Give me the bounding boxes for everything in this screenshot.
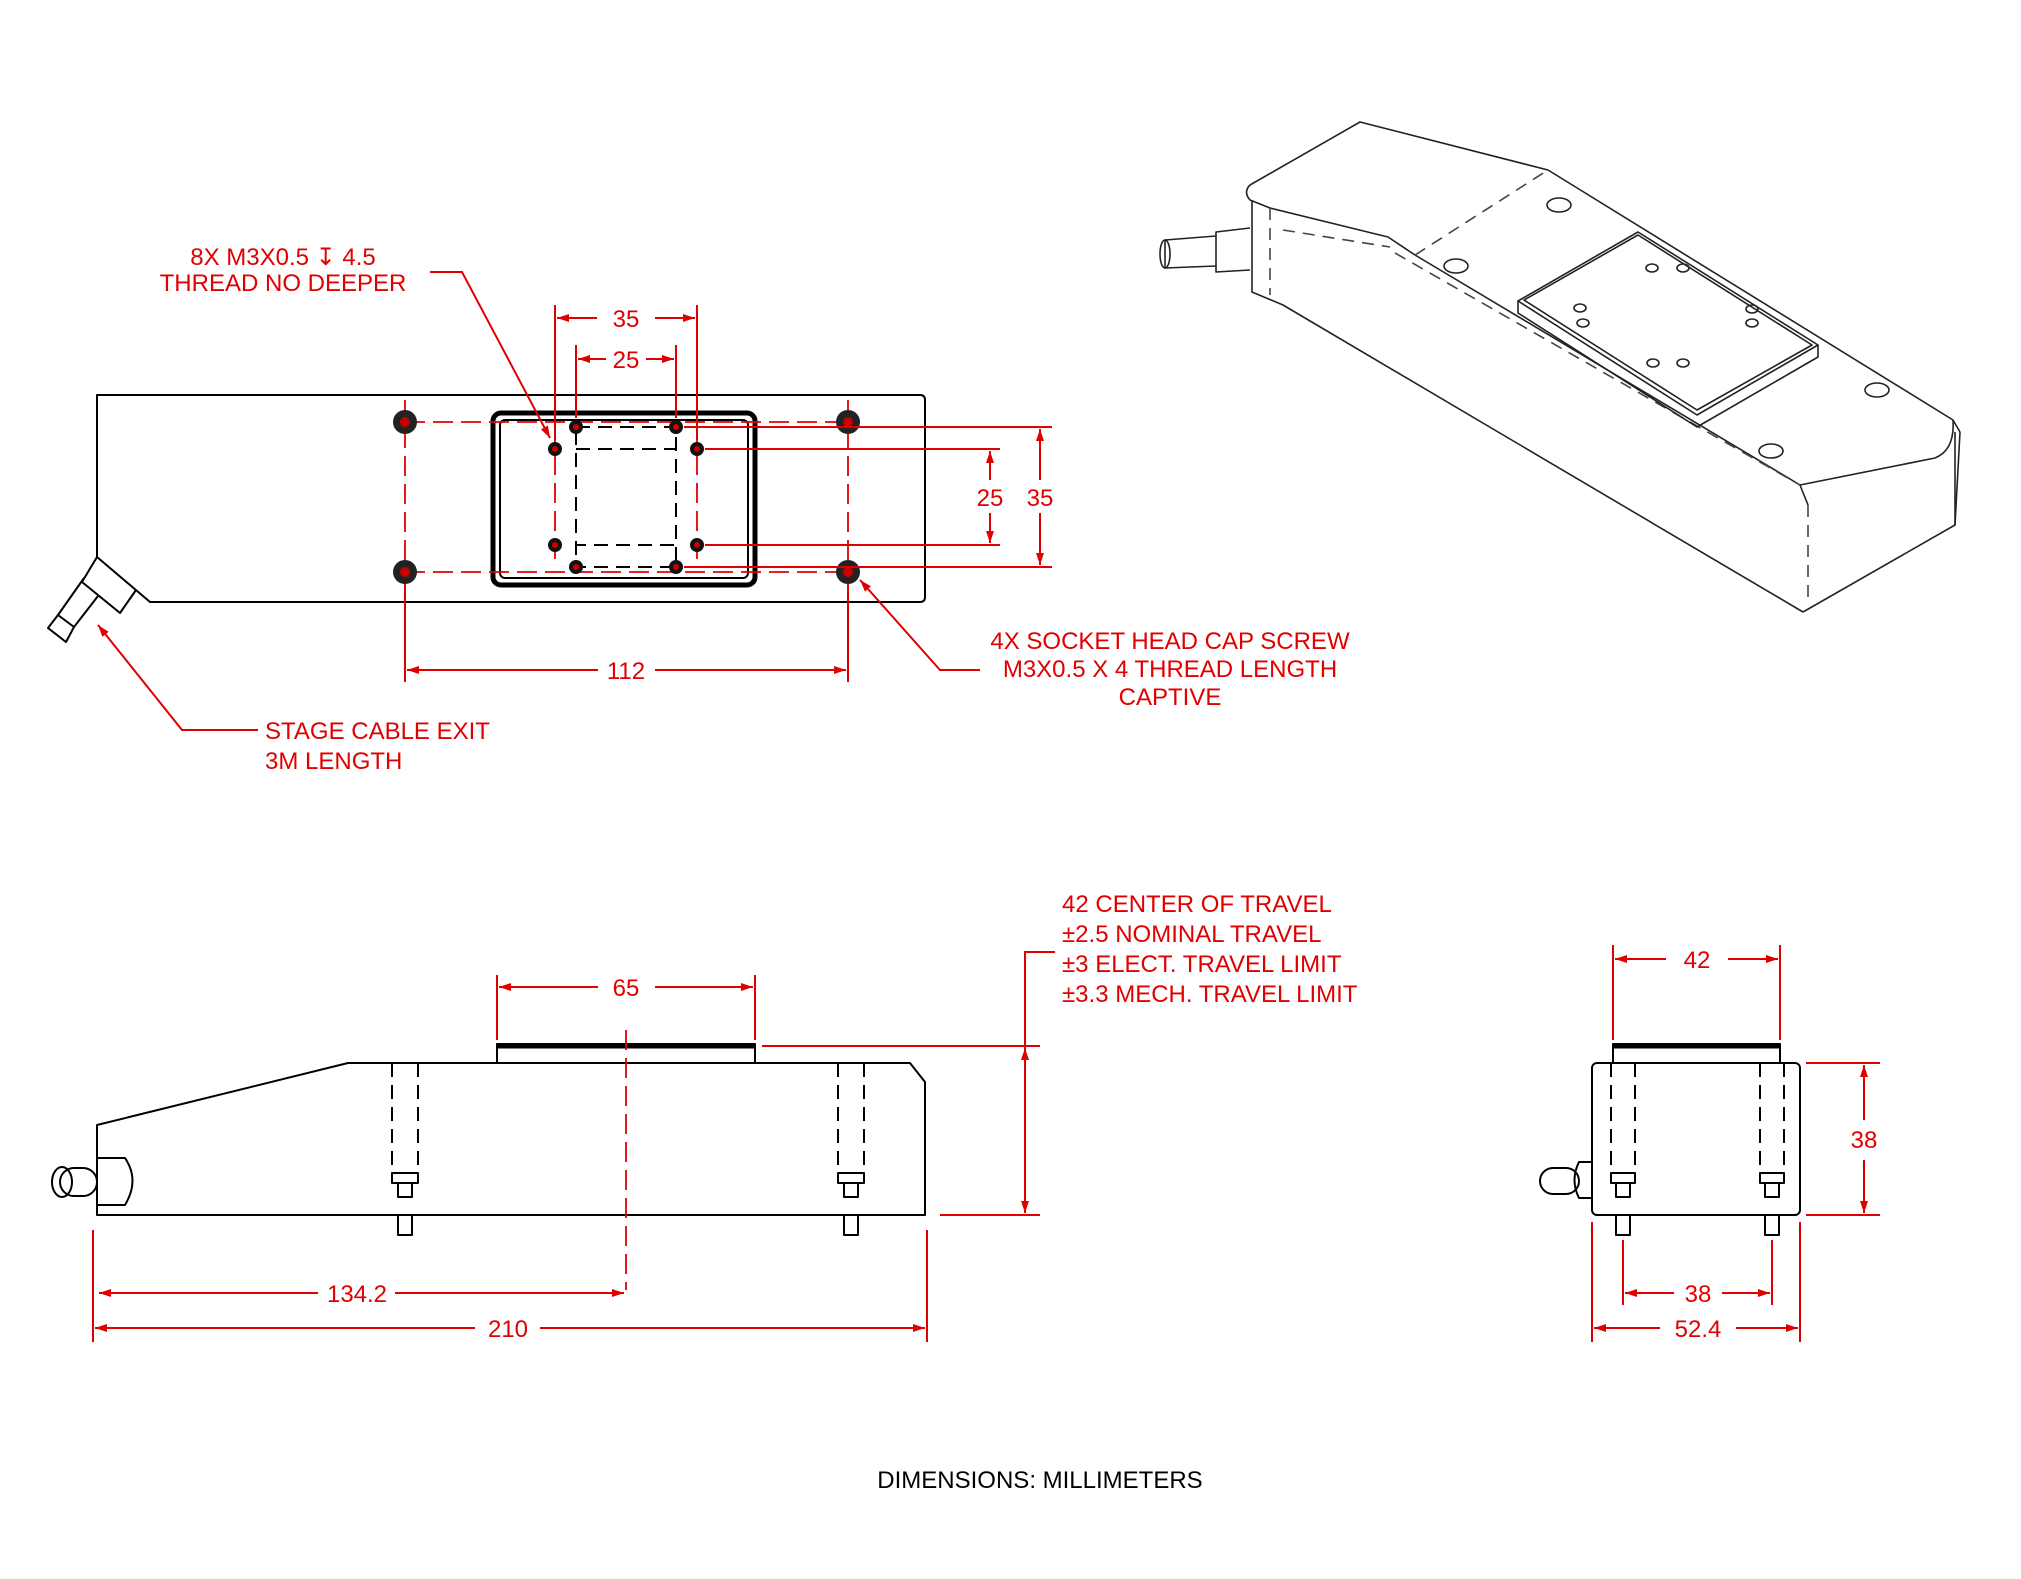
travel-text: ±2.5 NOMINAL TRAVEL bbox=[1062, 921, 1321, 948]
dim-38-horizontal: 38 bbox=[1622, 1240, 1773, 1308]
isometric-hole bbox=[1864, 382, 1890, 398]
top-view: 35 25 25 35 bbox=[47, 244, 1350, 775]
dim-38-vertical: 38 bbox=[1806, 1062, 1880, 1216]
tapped-hole bbox=[690, 442, 704, 456]
top-view-carriage bbox=[490, 410, 758, 588]
cap-screw-callout: 4X SOCKET HEAD CAP SCREW M3X0.5 X 4 THRE… bbox=[859, 579, 1350, 711]
end-view: 42 38 38 52.4 bbox=[1539, 945, 1880, 1343]
callout-text: M3X0.5 X 4 THREAD LENGTH bbox=[1003, 656, 1337, 683]
callout-text: 4X SOCKET HEAD CAP SCREW bbox=[990, 628, 1350, 655]
units-note: DIMENSIONS: MILLIMETERS bbox=[877, 1467, 1202, 1494]
dim-42: 42 bbox=[1612, 945, 1781, 1040]
side-screw bbox=[837, 1172, 865, 1236]
callout-text: CAPTIVE bbox=[1119, 684, 1222, 711]
callout-text: THREAD NO DEEPER bbox=[160, 270, 407, 297]
dim-210: 210 bbox=[95, 1230, 928, 1343]
side-view-cable bbox=[51, 1157, 134, 1206]
dim-label: 25 bbox=[613, 347, 640, 374]
dim-label: 134.2 bbox=[327, 1281, 387, 1308]
isometric-carriage bbox=[1517, 231, 1819, 428]
side-view: 65 42 CENTER OF TRAVEL ±2.5 NOMINAL TRAV… bbox=[51, 891, 1358, 1343]
top-view-body-outline bbox=[96, 394, 926, 603]
side-view-body-outline bbox=[96, 1062, 926, 1216]
callout-text: 3M LENGTH bbox=[265, 748, 402, 775]
travel-note: 42 CENTER OF TRAVEL ±2.5 NOMINAL TRAVEL … bbox=[1062, 891, 1358, 1008]
tapped-hole bbox=[548, 442, 562, 456]
dim-label: 35 bbox=[1027, 485, 1054, 512]
tapped-hole-callout: 8X M3X0.5 ↧ 4.5 THREAD NO DEEPER bbox=[160, 244, 551, 439]
isometric-cable bbox=[1159, 227, 1251, 273]
cap-screw bbox=[836, 560, 860, 584]
dim-travel bbox=[762, 951, 1055, 1216]
dim-label: 42 bbox=[1684, 947, 1711, 974]
dim-label: 52.4 bbox=[1675, 1316, 1722, 1343]
dim-label: 38 bbox=[1685, 1281, 1712, 1308]
top-view-cable bbox=[47, 556, 137, 643]
dim-52-4: 52.4 bbox=[1591, 1222, 1801, 1343]
tapped-hole bbox=[548, 538, 562, 552]
cable-callout: STAGE CABLE EXIT 3M LENGTH bbox=[97, 624, 490, 775]
cap-screw bbox=[393, 560, 417, 584]
tapped-hole bbox=[569, 560, 583, 574]
travel-text: ±3 ELECT. TRAVEL LIMIT bbox=[1062, 951, 1342, 978]
dim-label: 65 bbox=[613, 975, 640, 1002]
dim-label: 210 bbox=[488, 1316, 528, 1343]
end-screw bbox=[1610, 1172, 1636, 1236]
tapped-hole bbox=[669, 560, 683, 574]
tapped-hole bbox=[690, 538, 704, 552]
dim-65: 65 bbox=[496, 975, 756, 1040]
travel-text: ±3.3 MECH. TRAVEL LIMIT bbox=[1062, 981, 1358, 1008]
callout-text: STAGE CABLE EXIT bbox=[265, 718, 490, 745]
isometric-hole bbox=[1758, 443, 1784, 459]
dim-label: 35 bbox=[613, 306, 640, 333]
cap-screw bbox=[393, 410, 417, 434]
dim-label: 112 bbox=[607, 658, 645, 685]
side-screw bbox=[391, 1172, 419, 1236]
callout-text: 8X M3X0.5 ↧ 4.5 bbox=[190, 244, 376, 271]
isometric-view bbox=[1159, 121, 1961, 613]
end-screw bbox=[1759, 1172, 1785, 1236]
isometric-hole bbox=[1443, 258, 1469, 274]
isometric-hole bbox=[1546, 197, 1572, 213]
dim-top-25: 25 bbox=[575, 345, 677, 418]
cap-screw bbox=[836, 410, 860, 434]
dim-134-2: 134.2 bbox=[92, 1230, 624, 1342]
dim-vertical-35: 35 bbox=[684, 426, 1054, 568]
end-view-cable bbox=[1539, 1161, 1592, 1199]
dim-top-35: 35 bbox=[554, 305, 698, 440]
tapped-hole bbox=[669, 420, 683, 434]
dim-label: 38 bbox=[1851, 1127, 1878, 1154]
tapped-hole bbox=[569, 420, 583, 434]
dim-112: 112 bbox=[404, 585, 849, 685]
end-view-body bbox=[1591, 1062, 1801, 1216]
travel-text: 42 CENTER OF TRAVEL bbox=[1062, 891, 1332, 918]
dim-label: 25 bbox=[977, 485, 1004, 512]
dim-vertical-25: 25 bbox=[705, 448, 1004, 546]
